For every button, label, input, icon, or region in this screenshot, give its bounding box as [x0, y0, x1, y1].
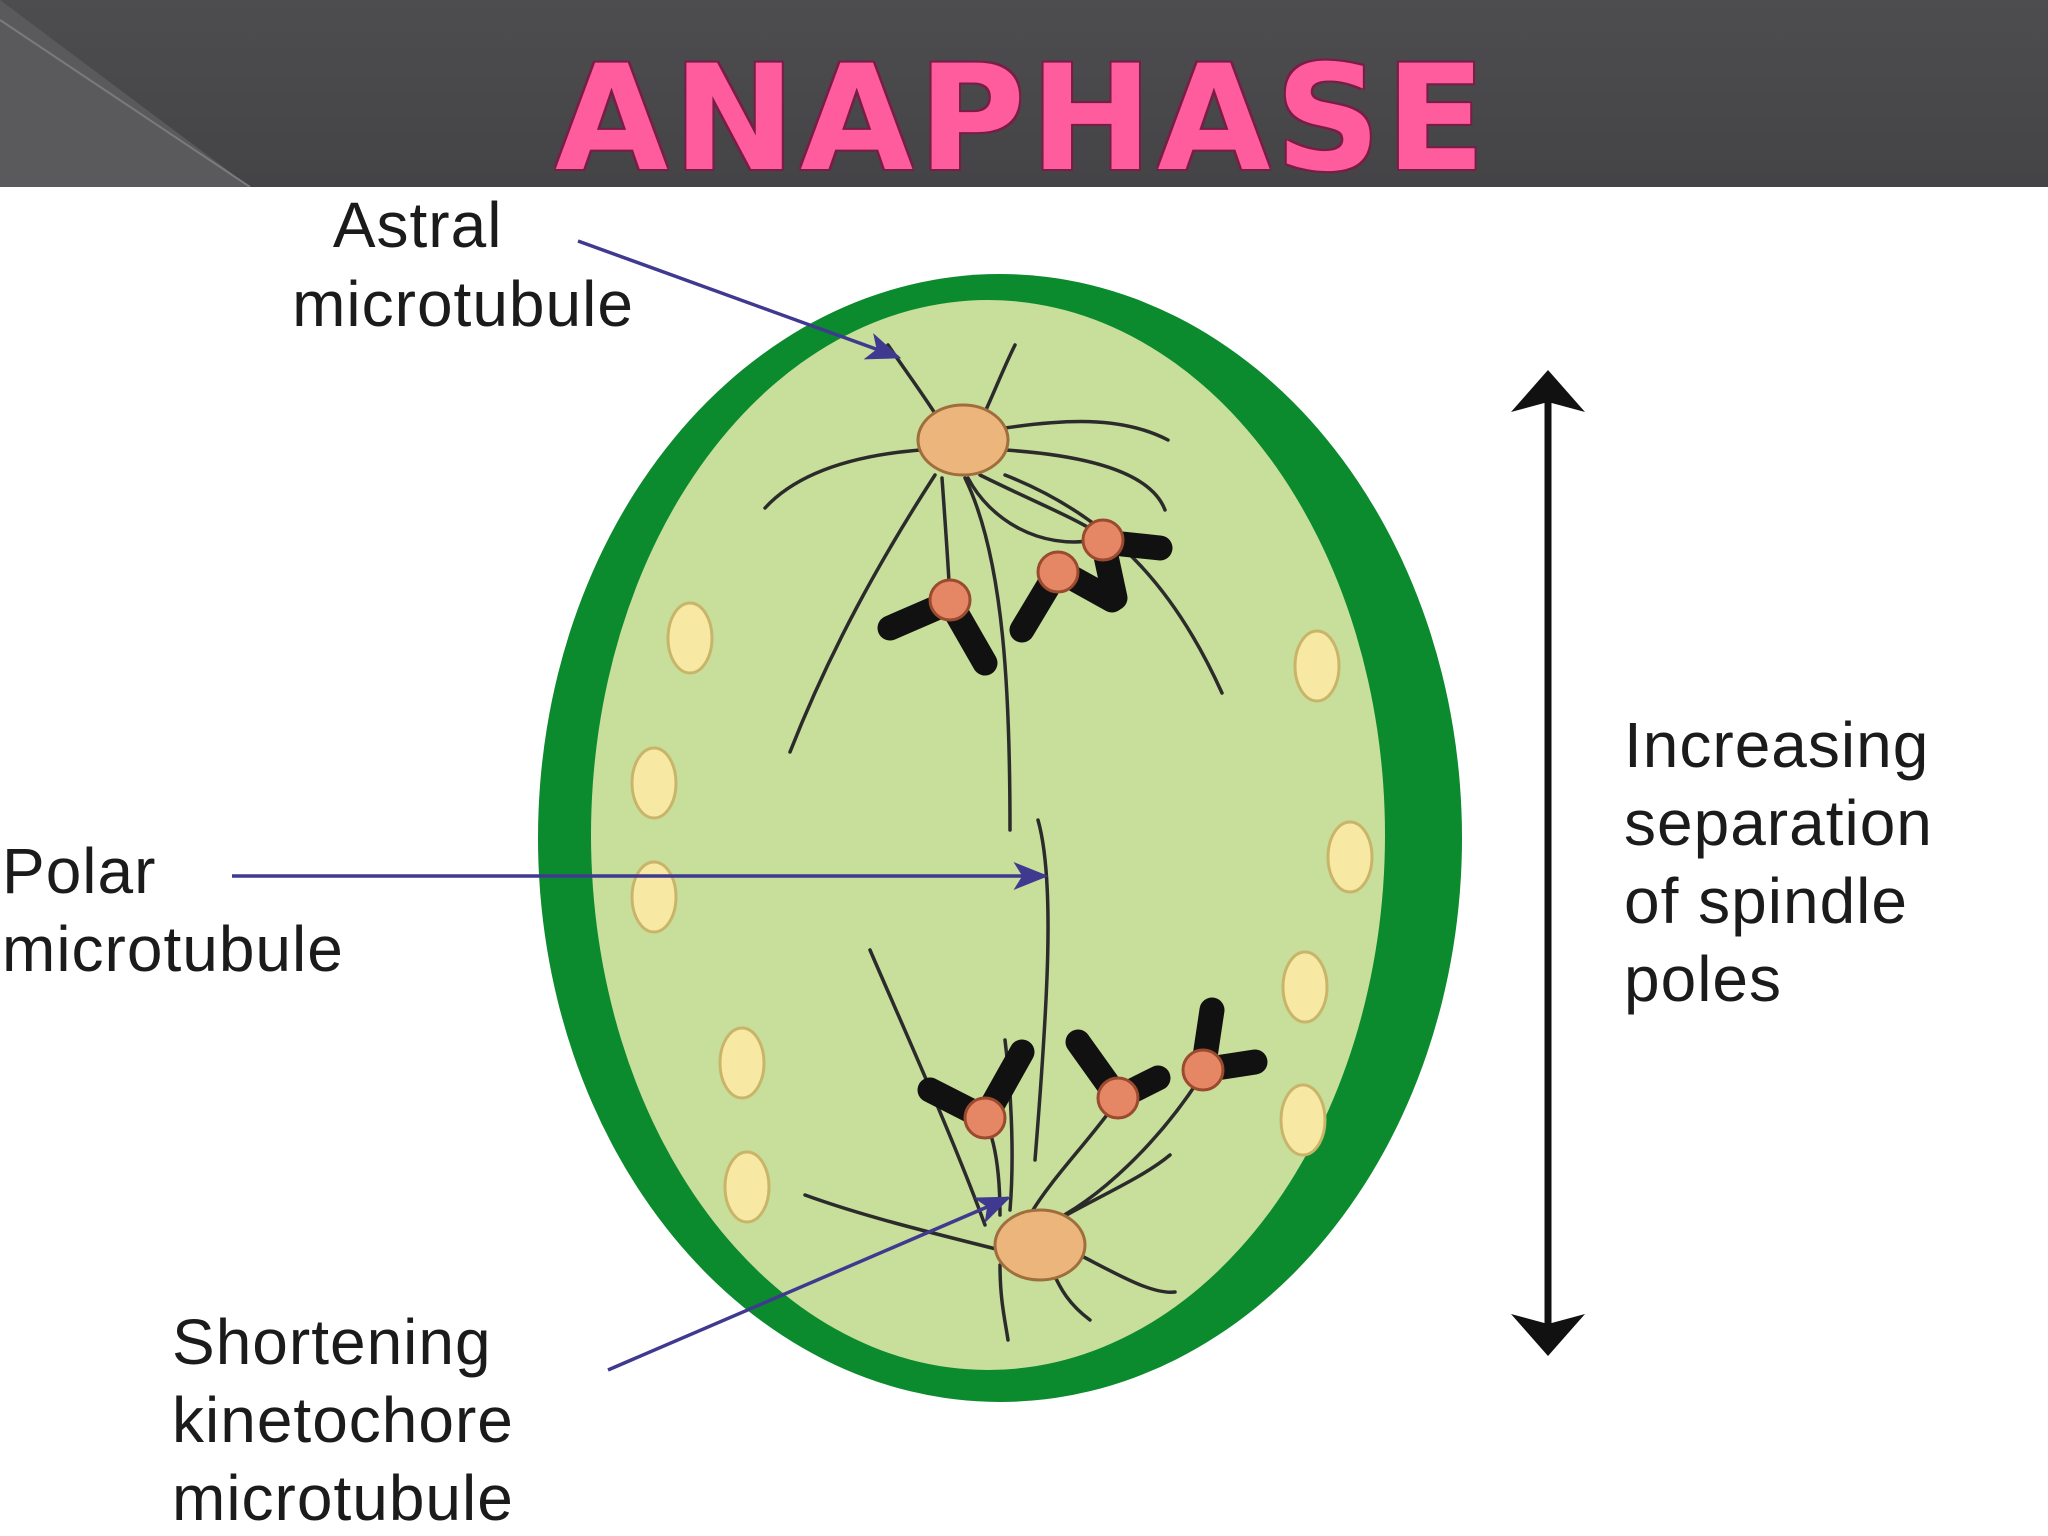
kinetochore-pointer-arrow: [607, 1196, 1012, 1372]
organelle: [1293, 629, 1341, 703]
chromosome: [1181, 997, 1268, 1092]
organelle: [723, 1150, 771, 1224]
kinetochore: [1081, 518, 1125, 562]
astral-pointer-arrow: [577, 239, 902, 360]
kinetochore: [1181, 1048, 1225, 1092]
slide-title: ANAPHASE: [555, 34, 1491, 204]
astral-microtubule-label: Astral microtubule: [292, 189, 634, 340]
organelle: [1281, 950, 1329, 1024]
upper-spindle-microtubules: [788, 473, 1224, 754]
chromosome: [917, 1039, 1035, 1140]
label-line: Astral: [333, 189, 503, 261]
increasing-separation-label: Increasing separation of spindle poles: [1624, 709, 1952, 1015]
shortening-kinetochore-microtubule-label: Shortening kinetochore microtubule: [172, 1306, 533, 1534]
organelle: [1279, 1083, 1327, 1157]
polar-microtubule-label: Polar microtubule: [2, 835, 344, 985]
label-line: Shortening: [172, 1306, 492, 1378]
organelle: [630, 860, 678, 934]
organelle: [630, 746, 678, 820]
label-line: microtubule: [2, 913, 344, 985]
label-line: Polar: [2, 835, 156, 907]
label-line: poles: [1624, 943, 1782, 1015]
upper-spindle-pole: [763, 343, 1224, 1162]
chromosome: [1081, 518, 1173, 611]
cell: [538, 274, 1462, 1402]
separation-double-arrow: [1511, 370, 1585, 1356]
cytoplasm: [591, 300, 1385, 1370]
kinetochore: [963, 1096, 1007, 1140]
organelle: [718, 1026, 766, 1100]
label-line: separation: [1624, 787, 1933, 859]
upper-chromosomes: [877, 518, 1173, 676]
label-line: microtubule: [292, 268, 634, 340]
corner-decoration: [0, 0, 251, 187]
organelle: [1326, 820, 1374, 894]
label-line: of spindle: [1624, 865, 1908, 937]
label-line: kinetochore: [172, 1384, 514, 1456]
label-line: microtubule: [172, 1462, 514, 1534]
polar-microtubule-lower: [1033, 818, 1050, 1162]
organelles: [630, 601, 1374, 1224]
upper-centrosome: [916, 403, 1010, 477]
lower-chromosomes: [917, 997, 1268, 1140]
title-bar: ANAPHASE: [0, 0, 2048, 194]
chromosome: [877, 578, 998, 676]
organelle: [666, 601, 714, 675]
lower-spindle-pole: [803, 948, 1268, 1342]
kinetochore: [928, 578, 972, 622]
kinetochore: [1036, 550, 1080, 594]
label-line: Increasing: [1624, 709, 1929, 781]
kinetochore: [1096, 1076, 1140, 1120]
lower-centrosome: [993, 1208, 1087, 1282]
chromosome: [1065, 1029, 1171, 1120]
polar-microtubule-upper: [963, 476, 1012, 832]
